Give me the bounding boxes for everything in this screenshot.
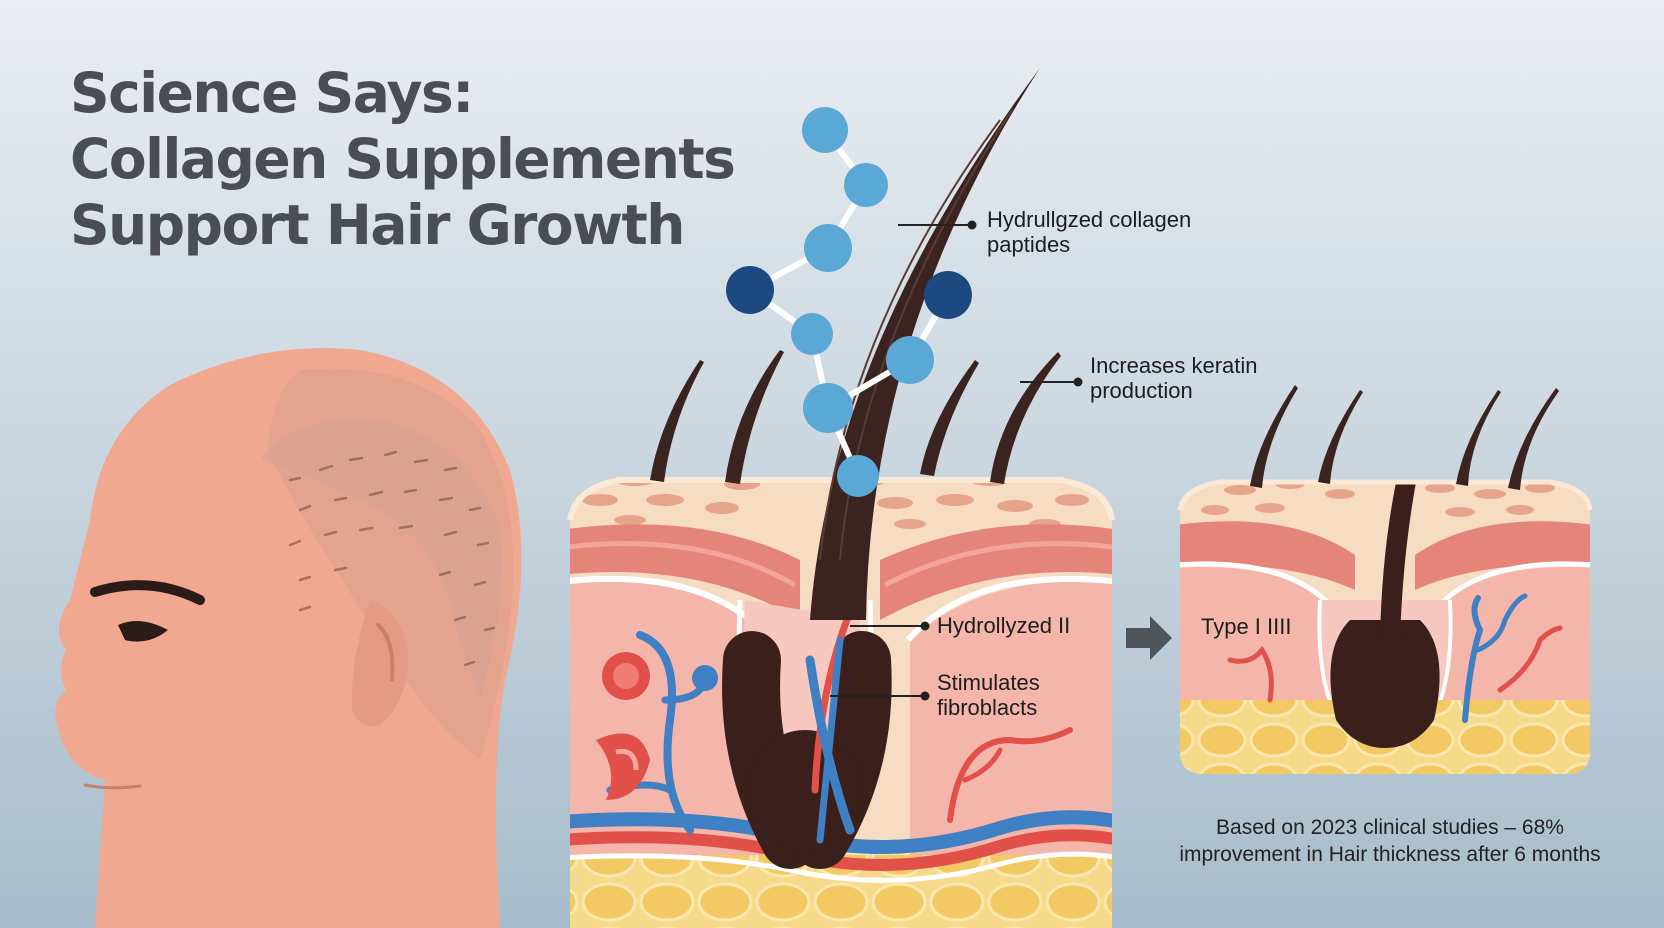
footnote-line-2: improvement in Hair thickness after 6 mo… — [1179, 843, 1601, 866]
result-hair-strands — [1250, 385, 1559, 490]
callout-peptides: Hydrullgzed collagen paptides — [987, 207, 1191, 257]
callout-fibroblasts-line-2: fibroblacts — [937, 695, 1038, 720]
callout-peptides-line-1: Hydrullgzed collagen — [987, 207, 1192, 232]
title-line-3: Support Hair Growth — [70, 193, 685, 257]
callout-keratin-line-1: Increases keratin — [1090, 353, 1258, 378]
callout-keratin: Increases keratin production — [1090, 353, 1258, 403]
page-title: Science Says: Collagen Supplements Suppo… — [70, 60, 736, 258]
scalp-cross-section — [570, 480, 1112, 928]
result-skin-section — [1180, 482, 1590, 774]
title-line-2: Collagen Supplements — [70, 127, 736, 191]
callout-type-line-1: Type I IIII — [1201, 614, 1292, 639]
molecule-chain-icon — [726, 107, 972, 497]
callout-hydrolyzed-line-1: Hydrollyzed II — [937, 613, 1071, 638]
title-line-1: Science Says: — [70, 61, 474, 125]
callout-fibroblasts: Stimulates fibroblacts — [937, 670, 1040, 720]
callout-type: Type I IIII — [1201, 614, 1291, 639]
callout-hydrolyzed: Hydrollyzed II — [937, 613, 1070, 638]
head-profile-illustration — [55, 348, 522, 928]
arrow-right-icon — [1126, 616, 1172, 660]
callout-peptides-line-2: paptides — [987, 232, 1071, 257]
callout-keratin-line-2: production — [1090, 378, 1193, 403]
result-skin-outline — [1177, 479, 1593, 511]
callout-fibroblasts-line-1: Stimulates — [937, 670, 1040, 695]
footnote: Based on 2023 clinical studies – 68% imp… — [1140, 814, 1640, 868]
footnote-line-1: Based on 2023 clinical studies – 68% — [1216, 816, 1564, 839]
callout-leader-lines — [830, 220, 1083, 701]
